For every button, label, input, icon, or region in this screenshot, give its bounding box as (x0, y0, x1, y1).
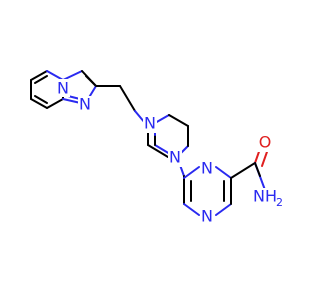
pyrazine-ring-bonds (183, 166, 232, 216)
atom-label-n-imidazole-ring: N (78, 95, 92, 114)
methylene-linker-bonds (95, 85, 146, 124)
svg-text:N: N (169, 148, 181, 167)
atom-label-nh2: NH 2 (253, 187, 284, 209)
atom-label-n-imidazole-bridge: N (56, 79, 70, 98)
svg-text:N: N (201, 207, 213, 226)
svg-text:2: 2 (276, 196, 283, 209)
atom-label-n-pyrazine-top: N (200, 159, 214, 178)
atom-label-n-piperazine-bottom: N (168, 148, 182, 167)
svg-text:N: N (79, 95, 91, 114)
svg-text:N: N (201, 159, 213, 178)
atom-label-n-piperazine-top: N (143, 114, 157, 133)
atom-label-n-pyrazine-bottom: N (200, 207, 214, 226)
molecule-structure-diagram: N N N N N N O NH 2 (30, 70, 284, 226)
carboxamide-bonds (230, 145, 269, 191)
atom-label-o-carbonyl: O (257, 133, 273, 152)
svg-text:NH: NH (253, 187, 277, 206)
svg-text:N: N (144, 114, 156, 133)
svg-text:O: O (259, 133, 272, 152)
svg-text:N: N (57, 79, 69, 98)
molecule-svg: N N N N N N O NH 2 (30, 70, 284, 226)
